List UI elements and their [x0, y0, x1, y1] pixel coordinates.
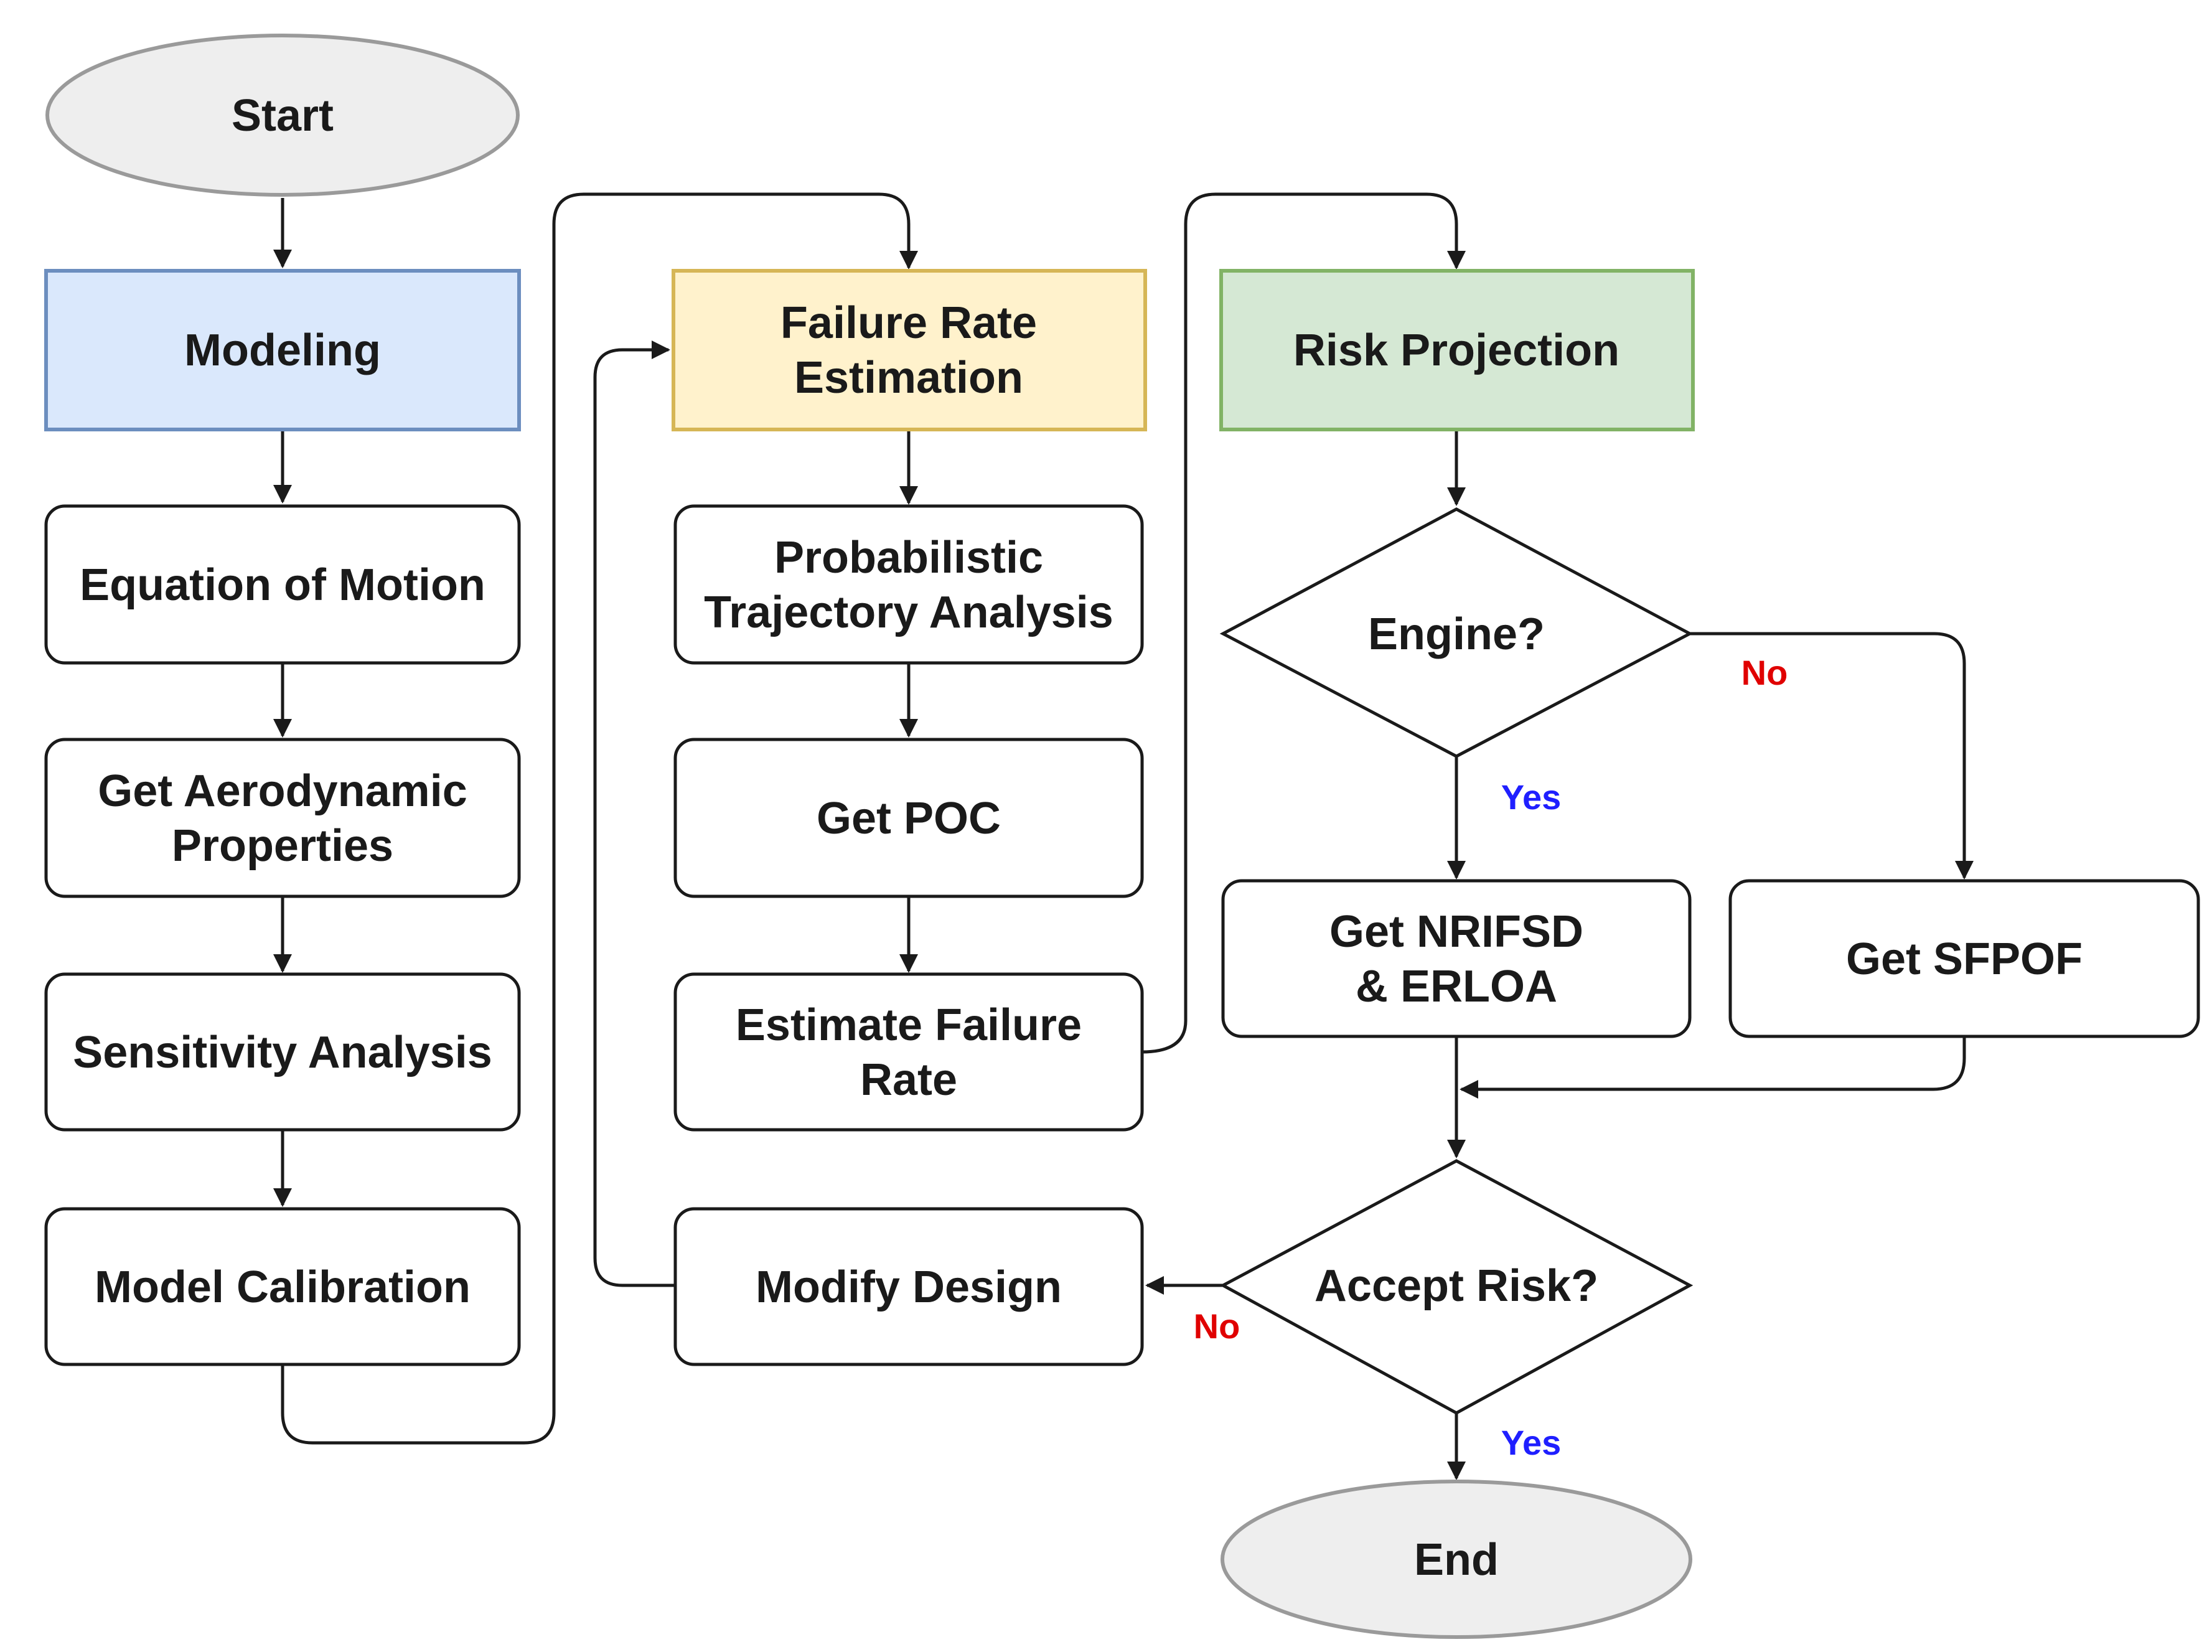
model-calibration-label: Model Calibration: [95, 1262, 471, 1312]
edge-sfpof-accept: [1460, 1036, 1966, 1099]
label-line: Failure Rate: [780, 298, 1037, 348]
accept-no-label: No: [1194, 1307, 1240, 1346]
label-line: Risk Projection: [1293, 326, 1619, 375]
label-line: Get POC: [817, 794, 1001, 843]
get-nrifsd-node: Get NRIFSD & ERLOA: [1221, 879, 1692, 1038]
label-line: Trajectory Analysis: [704, 588, 1113, 637]
risk-projection-label: Risk Projection: [1293, 326, 1619, 375]
label-line: Model Calibration: [95, 1262, 471, 1312]
label-line: Estimate Failure: [736, 1000, 1082, 1050]
end-node: End: [1221, 1480, 1692, 1639]
modify-design-label: Modify Design: [756, 1262, 1062, 1312]
label-line: End: [1414, 1535, 1499, 1585]
get-sfpof-node: Get SFPOF: [1728, 879, 2200, 1038]
label-line: Engine?: [1368, 609, 1545, 659]
get-nrifsd-label: Get NRIFSD & ERLOA: [1329, 907, 1583, 1011]
edge-labels: No Yes No Yes: [1194, 653, 1788, 1462]
modify-design-node: Modify Design: [673, 1207, 1144, 1366]
edge-calibration-failure-rate: [281, 192, 918, 1445]
label-line: Get NRIFSD: [1329, 907, 1583, 957]
label-line: Start: [232, 91, 334, 141]
end-label: End: [1414, 1535, 1499, 1585]
sensitivity-analysis-node: Sensitivity Analysis: [44, 972, 521, 1132]
label-line: Probabilistic: [774, 533, 1043, 583]
get-poc-node: Get POC: [673, 738, 1144, 898]
label-line: Accept Risk?: [1315, 1261, 1598, 1311]
label-line: Sensitivity Analysis: [73, 1028, 492, 1077]
start-node: Start: [45, 34, 520, 197]
edge-estimate-risk-projection: [1141, 192, 1466, 1054]
label-line: Modify Design: [756, 1262, 1062, 1312]
label-line: Equation of Motion: [80, 560, 485, 610]
engine-decision-label: Engine?: [1368, 609, 1545, 659]
label-line: Get Aerodynamic: [98, 766, 467, 816]
label-line: & ERLOA: [1356, 962, 1557, 1011]
accept-risk-decision-node: Accept Risk?: [1219, 1159, 1694, 1415]
edge-engine-sfpof: [1690, 632, 1974, 880]
accept-risk-decision-label: Accept Risk?: [1315, 1261, 1598, 1311]
model-calibration-node: Model Calibration: [44, 1207, 521, 1366]
get-sfpof-label: Get SFPOF: [1846, 934, 2083, 984]
modeling-node: Modeling: [44, 269, 521, 431]
label-line: Get SFPOF: [1846, 934, 2083, 984]
label-line: Rate: [860, 1055, 957, 1105]
modeling-label: Modeling: [184, 326, 381, 375]
label-line: Properties: [172, 821, 393, 871]
engine-yes-label: Yes: [1501, 777, 1562, 817]
accept-yes-label: Yes: [1501, 1423, 1562, 1462]
label-line: Modeling: [184, 326, 381, 375]
nodes: Start Modeling Equation of Motion Get Ae…: [44, 34, 2200, 1639]
engine-no-label: No: [1741, 653, 1788, 692]
start-label: Start: [232, 91, 334, 141]
sensitivity-analysis-label: Sensitivity Analysis: [73, 1028, 492, 1077]
risk-projection-node: Risk Projection: [1219, 269, 1695, 431]
label-line: Estimation: [794, 353, 1023, 403]
edge-modify-failure-rate: [593, 340, 675, 1287]
edges: [273, 192, 1974, 1480]
get-poc-label: Get POC: [817, 794, 1001, 843]
equation-of-motion-label: Equation of Motion: [80, 560, 485, 610]
equation-of-motion-node: Equation of Motion: [44, 504, 521, 665]
engine-decision-node: Engine?: [1219, 507, 1694, 758]
